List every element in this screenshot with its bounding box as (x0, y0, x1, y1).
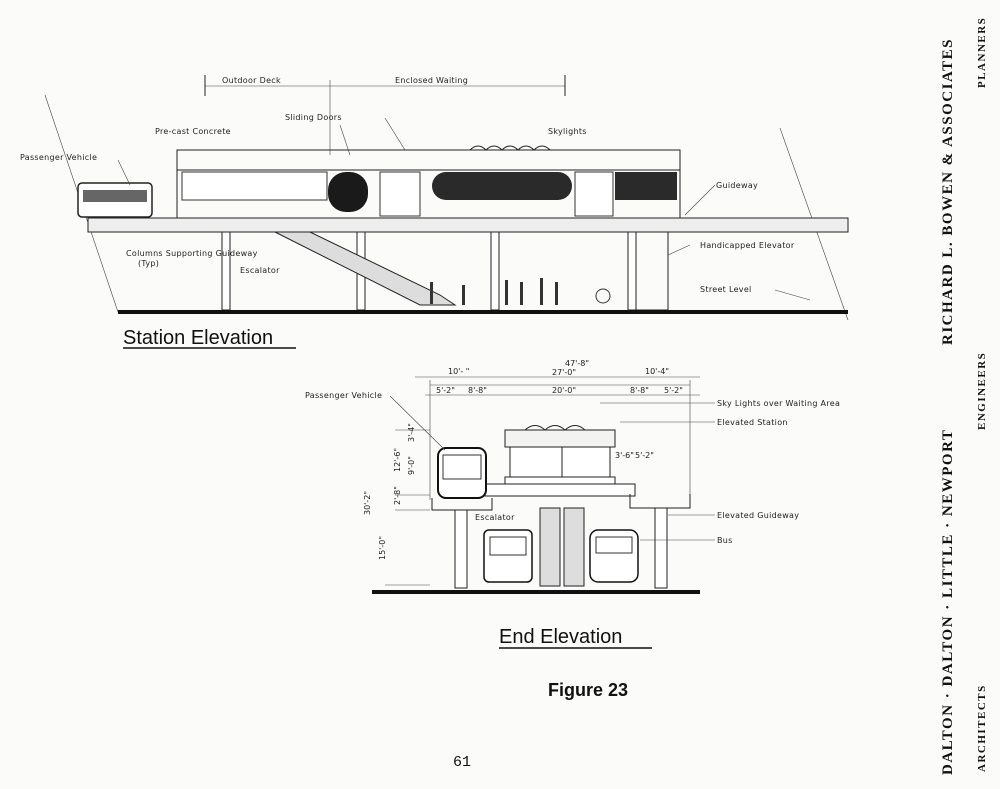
firm-name-bottom: DALTON · DALTON · LITTLE · NEWPORT (940, 429, 956, 775)
end-elevation-title: End Elevation (499, 626, 622, 648)
dim-vert-3: 12'-6" (393, 448, 402, 472)
dim-second-1: 5'-2" (436, 386, 455, 395)
label-columns: Columns Supporting Guideway (126, 249, 258, 258)
page-number: 61 (453, 754, 471, 771)
label-columns-typ: (Typ) (138, 259, 159, 268)
end-label-escalator: Escalator (475, 513, 515, 522)
dim-second-4: 8'-8" (630, 386, 649, 395)
dim-vert-5: 30'-2" (363, 491, 372, 515)
label-handicapped-elevator: Handicapped Elevator (700, 241, 795, 250)
dim-station-2: 5'-2" (635, 451, 654, 460)
label-guideway: Guideway (716, 181, 758, 190)
dim-top-left: 10'- " (448, 367, 470, 376)
label-sliding-doors: Sliding Doors (285, 113, 342, 122)
credit-engineers: ENGINEERS (976, 352, 988, 430)
end-label-skylights: Sky Lights over Waiting Area (717, 399, 840, 408)
dim-second-2: 8'-8" (468, 386, 487, 395)
dim-top-right: 10'-4" (645, 367, 669, 376)
station-elevation-title: Station Elevation (123, 327, 273, 349)
label-outdoor-deck: Outdoor Deck (222, 76, 281, 85)
label-precast-concrete: Pre-cast Concrete (155, 127, 231, 136)
credit-planners: PLANNERS (976, 17, 988, 88)
end-label-elevated-guideway: Elevated Guideway (717, 511, 799, 520)
label-skylights: Skylights (548, 127, 587, 136)
station-elevation-drawing (44, 75, 849, 321)
dim-vert-4: 2'-8" (393, 486, 402, 505)
dim-vert-6: 15'-0" (378, 536, 387, 560)
end-label-bus: Bus (717, 536, 733, 545)
dim-second-3: 20'-0" (552, 386, 576, 395)
dim-station-1: 3'-6" (615, 451, 634, 460)
dim-overall: 47'-8" (565, 359, 589, 368)
dim-vert-2: 9'-0" (407, 456, 416, 475)
figure-caption: Figure 23 (548, 680, 628, 700)
dim-second-5: 5'-2" (664, 386, 683, 395)
label-escalator: Escalator (240, 266, 280, 275)
label-enclosed-waiting: Enclosed Waiting (395, 76, 468, 85)
credit-architects: ARCHITECTS (976, 684, 988, 772)
end-label-passenger-vehicle: Passenger Vehicle (305, 391, 382, 400)
firm-name-top: RICHARD L. BOWEN & ASSOCIATES (940, 38, 956, 345)
end-elevation-drawing (372, 376, 715, 594)
dim-top-center: 27'-0" (552, 368, 576, 377)
end-label-elevated-station: Elevated Station (717, 418, 788, 427)
label-passenger-vehicle: Passenger Vehicle (20, 153, 97, 162)
dim-vert-1: 3'-4" (407, 423, 416, 442)
label-street-level: Street Level (700, 285, 752, 294)
